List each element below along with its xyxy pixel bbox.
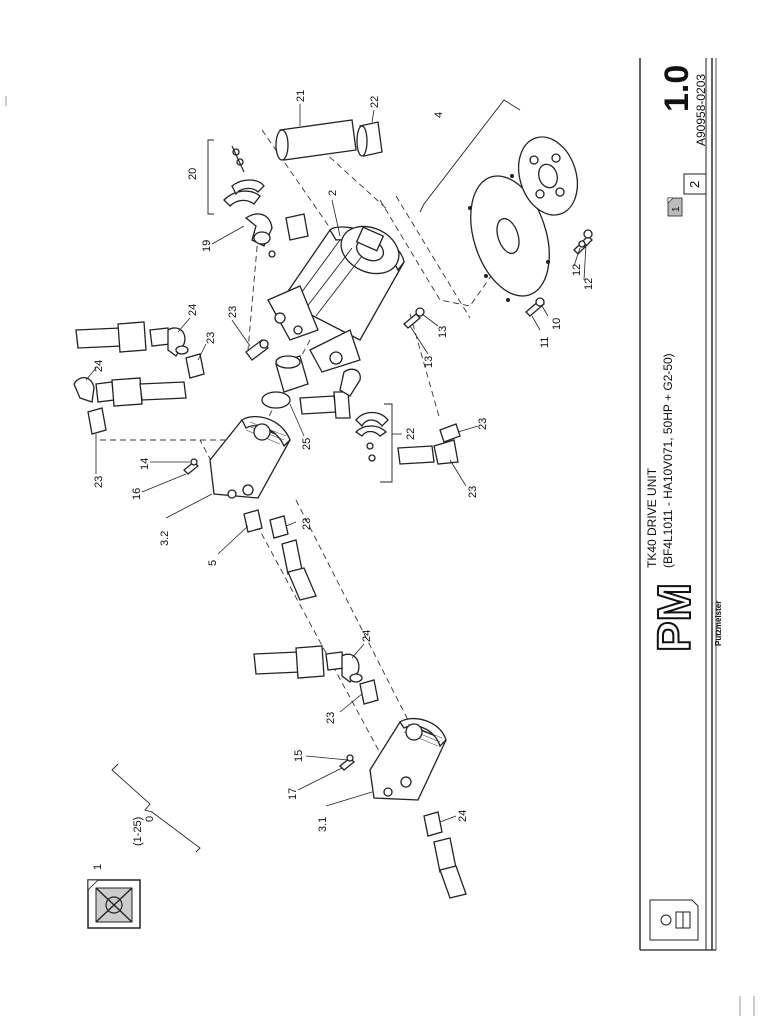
logo-letters: PM <box>648 583 700 652</box>
callout-6: 10 <box>551 318 563 330</box>
callout-20: 23 <box>477 418 489 430</box>
gear-pump-bolt-upper <box>183 458 199 475</box>
callout-3-2: 3.2 <box>159 531 171 546</box>
callout-14: 19 <box>201 240 213 252</box>
suction-fitting-lower <box>423 811 467 899</box>
gear-pump-bolt-lower <box>339 754 355 771</box>
callout-21: 23 <box>467 486 479 498</box>
assembly-bracket: (1-25) 0 <box>111 763 201 853</box>
callout-18: 22 <box>405 428 417 440</box>
callout-24-c: 24 <box>361 630 373 642</box>
elbow-fitting <box>244 213 309 258</box>
suction-fitting-upper <box>243 509 317 601</box>
callout-25: 25 <box>301 438 313 450</box>
coupling-plate <box>517 136 579 216</box>
main-pump <box>267 225 405 373</box>
callout-19: 23 <box>227 306 239 318</box>
callout-3-1: 3.1 <box>317 817 329 832</box>
title-block: 1.0 A90958-0203 1 2 TK40 DRIVE UNIT (BF4… <box>639 58 723 951</box>
assembly-range: (1-25) <box>132 817 144 846</box>
callout-8: 12 <box>583 278 595 290</box>
sheet-badge-1: 1 <box>671 206 682 212</box>
pipe-clamp <box>223 145 265 207</box>
callout-23-c: 23 <box>325 712 337 724</box>
adapter-fitting <box>87 353 205 435</box>
pressure-fitting <box>245 339 269 361</box>
drawing-subtitle: (BF4L1011 - HA10V071, 50HP + G2-50) <box>661 353 675 568</box>
document-sheet-icon <box>667 197 683 217</box>
gear-pump-lower <box>369 717 447 801</box>
callout-2: 2 <box>327 190 339 196</box>
sheet-badge-2: 2 <box>687 181 702 188</box>
document-warning-icon <box>87 879 141 929</box>
pressure-hose-upper <box>75 321 189 357</box>
adapter-flange <box>468 174 550 302</box>
document-info-icon <box>649 899 699 941</box>
drawing-title: TK40 DRIVE UNIT <box>645 467 659 568</box>
brand-name: Putzmeister <box>714 601 723 646</box>
callout-22: 23 <box>301 518 313 530</box>
return-hose <box>299 368 361 419</box>
callout-24: 24 <box>187 304 199 316</box>
drawing-number: A90958-0203 <box>694 74 708 146</box>
callout-16: 21 <box>295 90 307 102</box>
flange-bolts <box>525 229 593 317</box>
callout-1: 1 <box>92 864 104 870</box>
hose-fitting <box>397 423 461 465</box>
hose-sleeve <box>356 121 383 157</box>
gear-pump-upper <box>209 416 291 499</box>
revision-number: 1.0 <box>658 65 696 112</box>
putzmeister-logo: PM Putzmeister <box>647 582 723 653</box>
callout-15: 20 <box>187 168 199 180</box>
callout-24-b: 24 <box>93 360 105 372</box>
callout-5: 5 <box>207 560 219 566</box>
callout-22-b: 24 <box>457 810 469 822</box>
callout-12-b: 15 <box>293 750 305 762</box>
callout-9: 12 <box>571 264 583 276</box>
callout-7: 11 <box>539 337 551 348</box>
callout-13: 16 <box>131 488 143 500</box>
callout-10: 13 <box>423 356 435 368</box>
callout-23-b: 23 <box>93 476 105 488</box>
suction-pipe <box>275 119 357 161</box>
pressure-hose-lower <box>73 377 187 407</box>
callout-23: 23 <box>205 332 217 344</box>
callout-11: 13 <box>437 326 449 338</box>
hose-clamp <box>354 411 389 462</box>
callout-13-b: 17 <box>287 788 299 800</box>
callout-12: 14 <box>139 458 151 470</box>
assembly-lines <box>100 129 523 791</box>
callout-4: 4 <box>433 112 445 118</box>
callout-17: 22 <box>369 96 381 108</box>
pump-bolts <box>403 307 425 329</box>
filter-element <box>261 355 309 409</box>
sheet-badge: 1 2 <box>667 173 707 217</box>
assembly-group: 0 <box>144 816 156 822</box>
pressure-hose-middle <box>253 645 379 705</box>
